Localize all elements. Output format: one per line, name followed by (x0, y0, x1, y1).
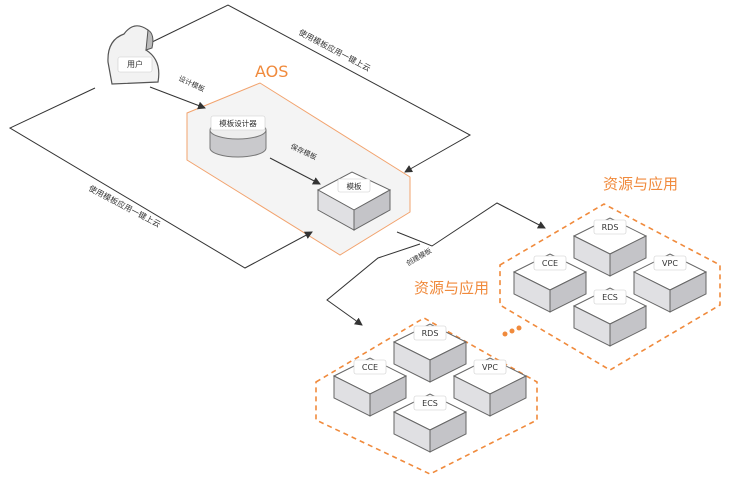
left-group-title: 资源与应用 (414, 279, 489, 297)
template-designer: 模板设计器 (209, 115, 267, 158)
label-create: 创建模板 (405, 246, 434, 268)
right-rds-cube: RDS (572, 217, 648, 277)
right-ecs-cube-label: ECS (602, 293, 618, 302)
aos-title: AOS (255, 62, 288, 81)
right-group-border (499, 203, 721, 371)
edge-design (149, 86, 206, 110)
template-label: 模板 (347, 181, 362, 191)
left-ecs-cube: ECS (392, 393, 468, 453)
edge-deploy-top (147, 4, 472, 173)
edge-create-right (396, 202, 546, 247)
left-cce-cube-label: CCE (362, 363, 378, 372)
right-ecs-cube: ECS (572, 287, 648, 347)
label-deploy-left: 使用模板应用一键上云 (87, 183, 162, 229)
left-vpc-cube-label: VPC (482, 363, 498, 372)
left-vpc-cube: VPC (452, 357, 528, 417)
right-vpc-cube: VPC (632, 253, 708, 313)
right-group-title: 资源与应用 (603, 175, 678, 193)
edge-create-left (326, 243, 421, 326)
user-icon: 用户 (107, 25, 160, 85)
ellipsis-dots (502, 325, 522, 337)
right-vpc-cube-label: VPC (662, 259, 678, 268)
left-cce-cube: CCE (332, 357, 408, 417)
left-rds-cube: RDS (392, 323, 468, 383)
right-cce-cube: CCE (512, 253, 588, 313)
left-rds-cube-label: RDS (422, 329, 439, 338)
right-cce-cube-label: CCE (542, 259, 558, 268)
edge-deploy-left (8, 87, 313, 269)
user-label: 用户 (127, 59, 143, 69)
aos-panel (186, 82, 411, 256)
label-deploy-top: 使用模板应用一键上云 (297, 27, 372, 73)
right-rds-cube-label: RDS (602, 223, 619, 232)
designer-label: 模板设计器 (219, 118, 257, 128)
left-ecs-cube-label: ECS (422, 399, 438, 408)
label-design: 设计模板 (177, 74, 206, 94)
template-box: 模板 (316, 171, 392, 231)
edge-save (269, 157, 321, 185)
